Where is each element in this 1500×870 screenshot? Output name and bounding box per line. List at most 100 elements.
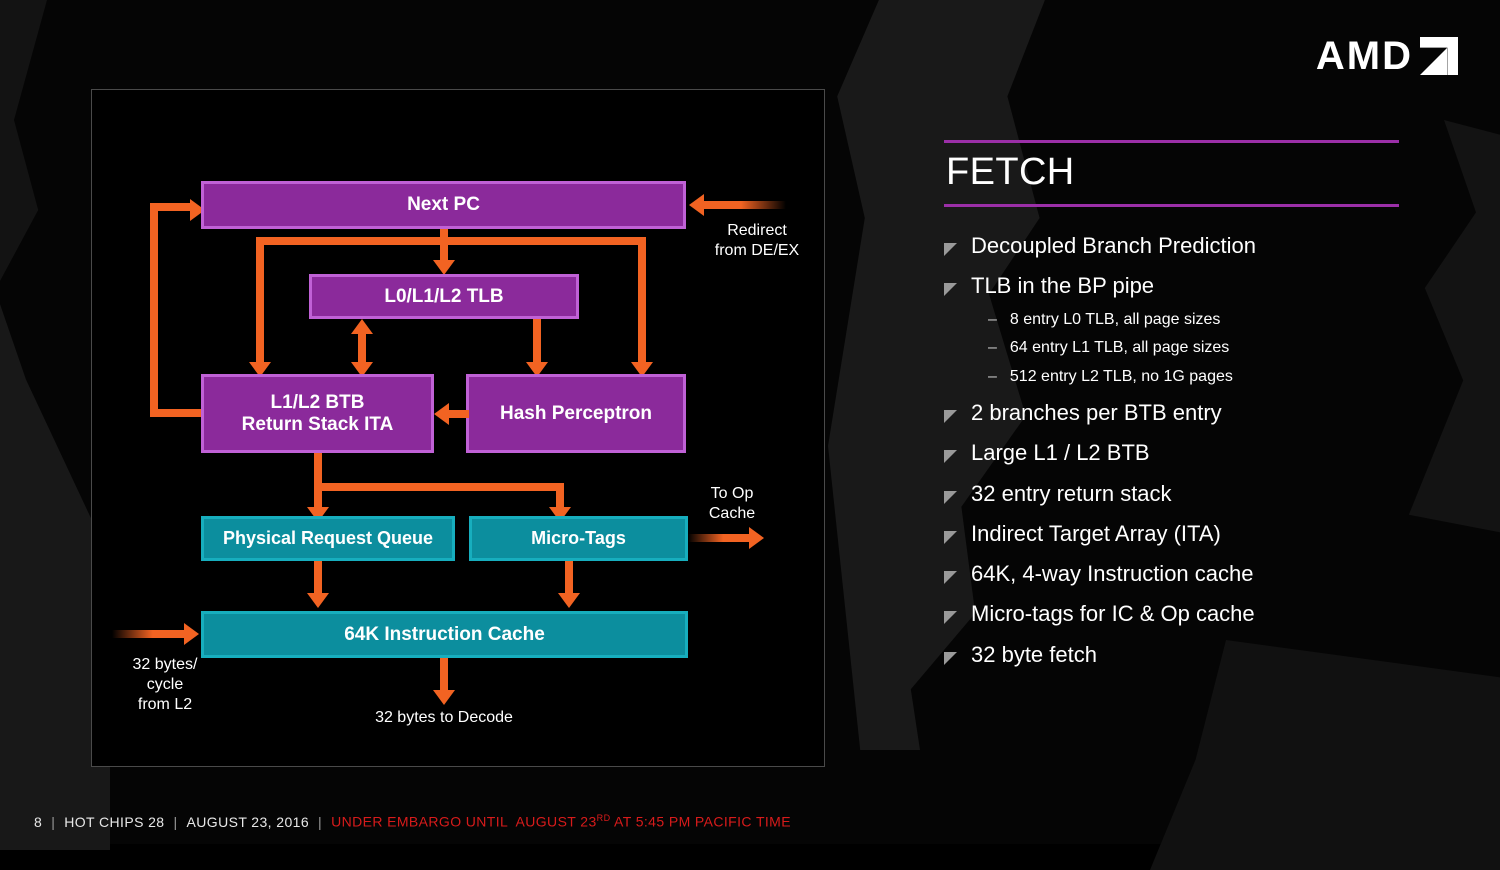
footer-page-number: 8	[34, 814, 43, 830]
sub-bullet-label: 8 entry L0 TLB, all page sizes	[1009, 310, 1221, 328]
node-64k-instruction-cache[interactable]: 64K Instruction Cache	[201, 611, 688, 658]
bullet-item: 64K, 4-way Instruction cache	[944, 561, 1404, 586]
arrow-hash-to-btb	[447, 410, 469, 418]
sub-bullet-label: 512 entry L2 TLB, no 1G pages	[1009, 368, 1233, 386]
bullet-label: Indirect Target Array (ITA)	[971, 520, 1221, 546]
node-next-pc-label: Next PC	[407, 194, 480, 216]
bullet-label: 64K, 4-way Instruction cache	[971, 561, 1254, 587]
arrow-prq-to-icache	[314, 561, 322, 595]
bullet-label: 32 entry return stack	[971, 480, 1172, 506]
label-32-bytes-from-l2: 32 bytes/ cycle from L2	[110, 655, 220, 715]
node-micro-tags[interactable]: Micro-Tags	[469, 516, 688, 561]
triangle-bullet-icon	[944, 490, 957, 504]
triangle-bullet-icon	[944, 450, 957, 464]
node-tlb-label: L0/L1/L2 TLB	[384, 285, 504, 307]
bullet-list: Decoupled Branch Prediction TLB in the B…	[944, 233, 1404, 667]
slide-footer: 8 | HOT CHIPS 28 | AUGUST 23, 2016 | UND…	[34, 813, 791, 830]
arrowhead-to-decode	[433, 690, 455, 705]
bullet-label: 2 branches per BTB entry	[971, 399, 1222, 425]
bullet-item: 32 entry return stack	[944, 481, 1404, 506]
arrow-from-l2-into-icache	[112, 630, 186, 638]
footer-event: HOT CHIPS 28	[64, 814, 165, 830]
bullet-item: 32 byte fetch	[944, 642, 1404, 667]
bullet-item: Micro-tags for IC & Op cache	[944, 601, 1404, 626]
footer-embargo-ordinal: RD	[596, 813, 611, 824]
footer-embargo-notice: UNDER EMBARGO UNTIL AUGUST 23RD AT 5:45 …	[331, 813, 791, 830]
bullet-label: Micro-tags for IC & Op cache	[971, 601, 1255, 627]
arrow-tlb-btb-bidirectional	[358, 330, 366, 364]
arrow-btb-to-nextpc-horizontal-bottom	[150, 409, 202, 417]
label-from-l2-line3: from L2	[137, 696, 193, 713]
page-title: FETCH	[946, 151, 1075, 193]
bullet-item: Large L1 / L2 BTB	[944, 440, 1404, 465]
sub-bullet-item: – 8 entry L0 TLB, all page sizes	[988, 310, 1404, 331]
sub-bullet-label: 64 entry L1 TLB, all page sizes	[1009, 339, 1230, 357]
node-l1-l2-btb[interactable]: L1/L2 BTB Return Stack ITA	[201, 374, 434, 453]
label-32-bytes-to-decode: 32 bytes to Decode	[349, 708, 539, 728]
node-next-pc[interactable]: Next PC	[201, 181, 686, 229]
node-prq-label: Physical Request Queue	[222, 528, 434, 549]
label-from-l2-line2: cycle	[146, 676, 184, 693]
bullet-label: Large L1 / L2 BTB	[971, 440, 1150, 466]
node-btb-label-line2: Return Stack ITA	[241, 413, 394, 435]
label-to-op-cache: To Op Cache	[687, 484, 777, 524]
node-tlb[interactable]: L0/L1/L2 TLB	[309, 274, 579, 319]
footer-embargo-pre: UNDER EMBARGO UNTIL AUGUST 23	[331, 814, 597, 830]
dash-bullet-icon: –	[988, 339, 997, 357]
node-micro-tags-label: Micro-Tags	[531, 528, 626, 549]
arrow-btb-stub-down	[314, 453, 322, 483]
node-physical-request-queue[interactable]: Physical Request Queue	[201, 516, 455, 561]
label-redirect-from-deex: Redirect from DE/EX	[692, 221, 822, 261]
arrow-redirect-from-deex	[704, 201, 786, 209]
arrowhead-from-l2	[184, 623, 199, 645]
fetch-block-diagram: Next PC Redirect from DE/EX L0/L1/L2 TLB…	[91, 89, 825, 767]
arrow-nextpc-to-hash-vertical	[638, 237, 646, 364]
title-rule-bottom	[944, 204, 1399, 207]
title-rule-top	[944, 140, 1399, 143]
triangle-bullet-icon	[944, 243, 957, 256]
arrowhead-tlb-btb-up	[351, 319, 373, 334]
arrow-btb-bus	[314, 483, 564, 491]
amd-logo: AMD	[1316, 36, 1458, 76]
arrowhead-into-hash-left	[526, 362, 548, 377]
footer-separator: |	[51, 814, 56, 830]
arrowhead-redirect-into-nextpc	[689, 194, 704, 216]
bullet-label: Decoupled Branch Prediction	[971, 233, 1256, 258]
node-hash-perceptron-label: Hash Perceptron	[499, 402, 653, 424]
label-to-op-line2: Cache	[708, 505, 756, 522]
footer-date: AUGUST 23, 2016	[186, 814, 310, 830]
node-hash-perceptron[interactable]: Hash Perceptron	[466, 374, 686, 453]
arrowhead-into-btb-top	[249, 362, 271, 377]
arrow-microtags-to-icache	[565, 561, 573, 595]
dash-bullet-icon: –	[988, 310, 997, 328]
label-from-l2-line1: 32 bytes/	[132, 656, 198, 673]
label-redirect-line2: from DE/EX	[714, 242, 800, 259]
background-shard-left-top	[0, 0, 47, 300]
label-to-op-line1: To Op	[710, 485, 754, 502]
triangle-bullet-icon	[944, 571, 957, 585]
bullet-label: 32 byte fetch	[971, 641, 1097, 667]
arrow-btb-to-microtags	[556, 483, 564, 509]
bullet-item: Indirect Target Array (ITA)	[944, 521, 1404, 546]
arrow-microtags-to-op-cache	[688, 534, 752, 542]
arrow-tlb-to-hash	[533, 319, 541, 364]
node-btb-label-line1: L1/L2 BTB	[270, 392, 365, 414]
bullet-label: TLB in the BP pipe	[971, 273, 1155, 299]
footer-separator: |	[173, 814, 178, 830]
sub-bullet-item: – 512 entry L2 TLB, no 1G pages	[988, 367, 1404, 388]
footer-embargo-post: AT 5:45 PM PACIFIC TIME	[610, 814, 791, 830]
sub-bullet-item: – 64 entry L1 TLB, all page sizes	[988, 338, 1404, 359]
amd-wordmark: AMD	[1315, 34, 1413, 78]
amd-arrow-icon	[1420, 37, 1458, 75]
label-redirect-line1: Redirect	[727, 222, 787, 239]
footer-separator: |	[318, 814, 323, 830]
bullet-sublist: – 8 entry L0 TLB, all page sizes – 64 en…	[988, 310, 1404, 388]
bullet-item: 2 branches per BTB entry	[944, 400, 1404, 425]
triangle-bullet-icon	[944, 283, 957, 297]
arrow-nextpc-to-tlb	[440, 237, 448, 262]
arrowhead-into-tlb	[433, 260, 455, 275]
arrow-btb-to-prq	[314, 483, 322, 509]
arrow-nextpc-bus	[256, 237, 646, 245]
dash-bullet-icon: –	[988, 368, 997, 386]
triangle-bullet-icon	[944, 530, 957, 544]
